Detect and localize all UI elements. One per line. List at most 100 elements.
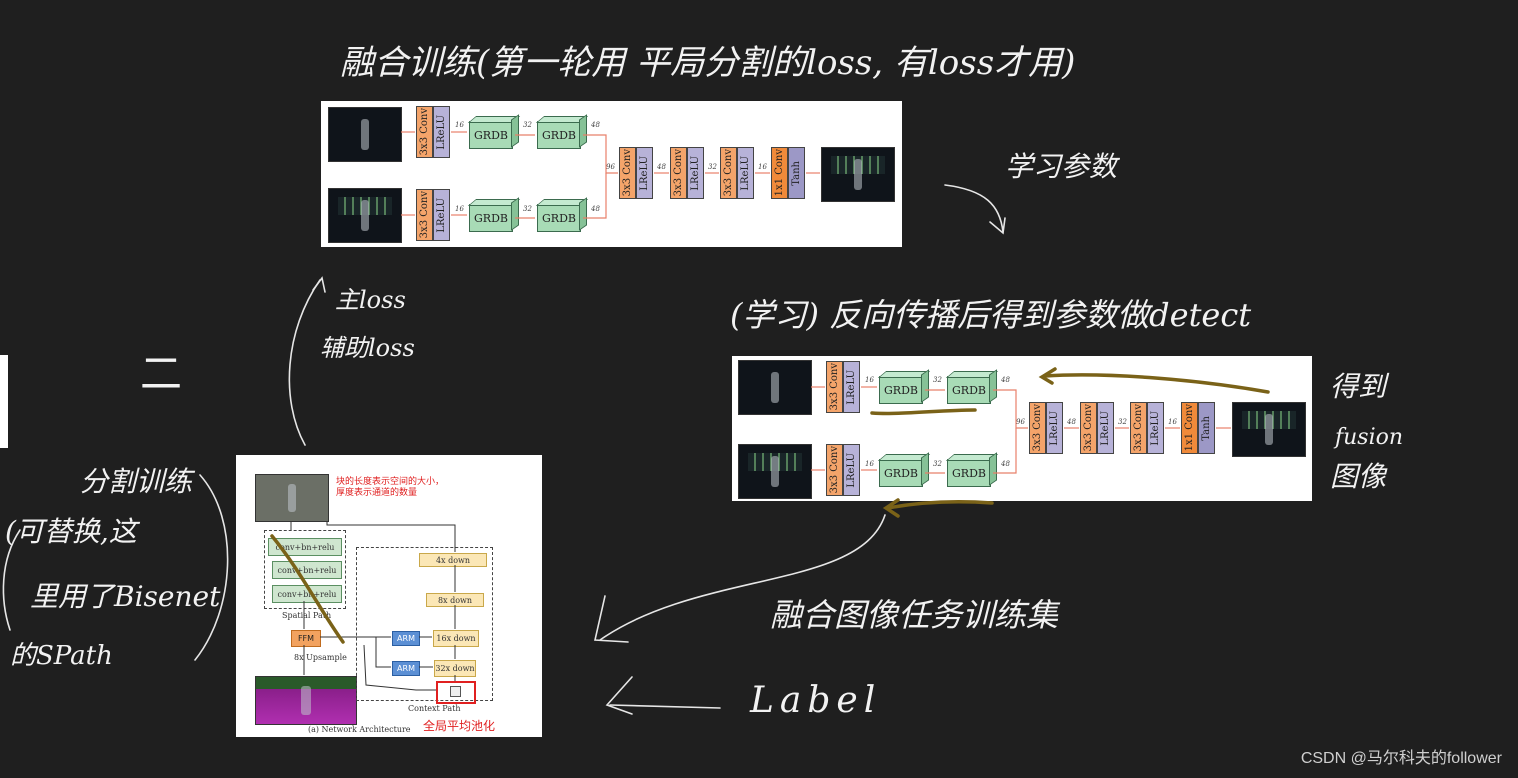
tanh-block: Tanh — [1198, 402, 1215, 454]
main-loss-annotation: 主loss — [335, 286, 406, 314]
lrelu-block-mid-1: LReLU — [636, 147, 653, 199]
ch-label: 32 — [1118, 418, 1127, 426]
fusion-network-panel-right: 3x3 Conv LReLU 3x3 Conv LReLU GRDB GRDB … — [732, 356, 1312, 501]
fused-output-image — [1232, 402, 1306, 457]
ch-label: 48 — [591, 205, 600, 213]
lrelu-block-mid-2: LReLU — [1097, 402, 1114, 454]
ch-label: 32 — [708, 163, 717, 171]
upsample-label: 8x Upsample — [294, 653, 347, 662]
ch-label: 96 — [606, 163, 615, 171]
ch-label: 32 — [933, 376, 942, 384]
lrelu-block-top-1: LReLU — [843, 361, 860, 413]
arm-block-2: ARM — [392, 661, 420, 676]
conv-block-bot-1: 3x3 Conv — [416, 189, 433, 241]
fusion-network-panel-top: 3x3 Conv LReLU 3x3 Conv LReLU GRDB GRDB … — [321, 101, 902, 247]
get-annotation: 得到 — [1330, 370, 1387, 403]
arm-block-1: ARM — [392, 631, 420, 646]
arrow-loss-curve — [288, 279, 321, 446]
bisenet-arrows — [290, 521, 456, 691]
conv-block-mid-2: 3x3 Conv — [1080, 402, 1097, 454]
seg-desc-line2: 里用了Bisenet — [30, 580, 221, 613]
seg-desc-line1: (可替换,这 — [5, 515, 137, 548]
csdn-watermark: CSDN @马尔科夫的follower — [1300, 750, 1502, 767]
ch-label: 48 — [657, 163, 666, 171]
top-title-annotation: 融合训练(第一轮用 平局分割的loss, 有loss才用) — [340, 43, 1076, 83]
ch-label: 48 — [591, 121, 600, 129]
lrelu-block-bot-1: LReLU — [843, 444, 860, 496]
ch-label: 48 — [1001, 376, 1010, 384]
arrow-label-head — [605, 676, 633, 715]
tanh-block: Tanh — [788, 147, 805, 199]
grdb-top-1: GRDB — [879, 376, 923, 404]
ch-label: 16 — [1168, 418, 1177, 426]
ch-label: 16 — [865, 376, 874, 384]
conv1x1-block: 1x1 Conv — [1181, 402, 1198, 454]
bisenet-panel: 块的长度表示空间的大小，厚度表示通道的数量 conv+bn+relu conv+… — [236, 455, 542, 737]
block-size-note: 块的长度表示空间的大小，厚度表示通道的数量 — [336, 477, 445, 498]
arrow-fusion-head — [594, 595, 629, 643]
fusion-annotation: fusion — [1335, 425, 1404, 450]
conv-block-bot-1: 3x3 Conv — [826, 444, 843, 496]
street-input-image — [255, 474, 329, 522]
arrow-learn-curve — [944, 184, 1004, 233]
arrow-label-line — [609, 704, 721, 709]
fused-output-image — [821, 147, 895, 202]
down-4x: 4x down — [419, 553, 487, 567]
seg-train-annotation: 分割训练 — [80, 465, 193, 498]
top-panel-arrows — [401, 131, 820, 219]
ch-label: 16 — [865, 460, 874, 468]
ch-label: 96 — [1016, 418, 1025, 426]
right-panel-arrows — [811, 386, 1231, 474]
conv-block-mid-3: 3x3 Conv — [720, 147, 737, 199]
ch-label: 32 — [933, 460, 942, 468]
mid-title-annotation: (学习) 反向传播后得到参数做detect — [730, 296, 1252, 334]
aux-loss-annotation: 辅助loss — [320, 334, 415, 362]
lrelu-block-mid-3: LReLU — [737, 147, 754, 199]
conv-block-mid-1: 3x3 Conv — [1029, 402, 1046, 454]
conv-block-mid-2: 3x3 Conv — [670, 147, 687, 199]
grdb-bot-1: GRDB — [879, 459, 923, 487]
global-pool-label: 全局平均池化 — [423, 719, 496, 733]
grdb-top-1: GRDB — [469, 121, 513, 149]
left-edge-bar — [0, 355, 8, 448]
conv-block-mid-3: 3x3 Conv — [1130, 402, 1147, 454]
ch-label: 16 — [455, 205, 464, 213]
label-annotation: Label — [750, 680, 882, 721]
input-image-visible — [738, 360, 812, 415]
conv-block-mid-1: 3x3 Conv — [619, 147, 636, 199]
brown-arrow-bottom — [886, 500, 994, 510]
grdb-top-2: GRDB — [947, 376, 991, 404]
conv-block-top-1: 3x3 Conv — [416, 106, 433, 158]
input-image-infrared — [738, 444, 812, 499]
lrelu-block-top-1: LReLU — [433, 106, 450, 158]
lrelu-block-bot-1: LReLU — [433, 189, 450, 241]
conv1x1-block: 1x1 Conv — [771, 147, 788, 199]
bracket-right — [194, 474, 229, 661]
arrow-loss-head — [312, 276, 326, 293]
grdb-bot-2: GRDB — [537, 204, 581, 232]
lrelu-block-mid-2: LReLU — [687, 147, 704, 199]
ch-label: 16 — [455, 121, 464, 129]
learn-params-annotation: 学习参数 — [1005, 150, 1118, 183]
seg-desc-line3: 的SPath — [10, 641, 113, 671]
context-path-label: Context Path — [408, 704, 461, 713]
lrelu-block-mid-3: LReLU — [1147, 402, 1164, 454]
lrelu-block-mid-1: LReLU — [1046, 402, 1063, 454]
network-caption: (a) Network Architecture — [308, 725, 411, 734]
fusion-task-annotation: 融合图像任务训练集 — [770, 596, 1059, 634]
global-pool-highlight — [436, 681, 476, 704]
equals-annotation: 二 — [140, 349, 183, 398]
input-image-infrared — [328, 188, 402, 243]
segmentation-output-image — [255, 676, 357, 725]
ch-label: 16 — [758, 163, 767, 171]
arrow-learn-head — [989, 217, 1006, 235]
conv-block-top-1: 3x3 Conv — [826, 361, 843, 413]
grdb-bot-2: GRDB — [947, 459, 991, 487]
grdb-bot-1: GRDB — [469, 204, 513, 232]
image-annotation: 图像 — [1330, 460, 1387, 493]
ch-label: 48 — [1001, 460, 1010, 468]
grdb-top-2: GRDB — [537, 121, 581, 149]
global-pool-block — [450, 686, 461, 697]
input-image-visible — [328, 107, 402, 162]
ch-label: 32 — [523, 121, 532, 129]
